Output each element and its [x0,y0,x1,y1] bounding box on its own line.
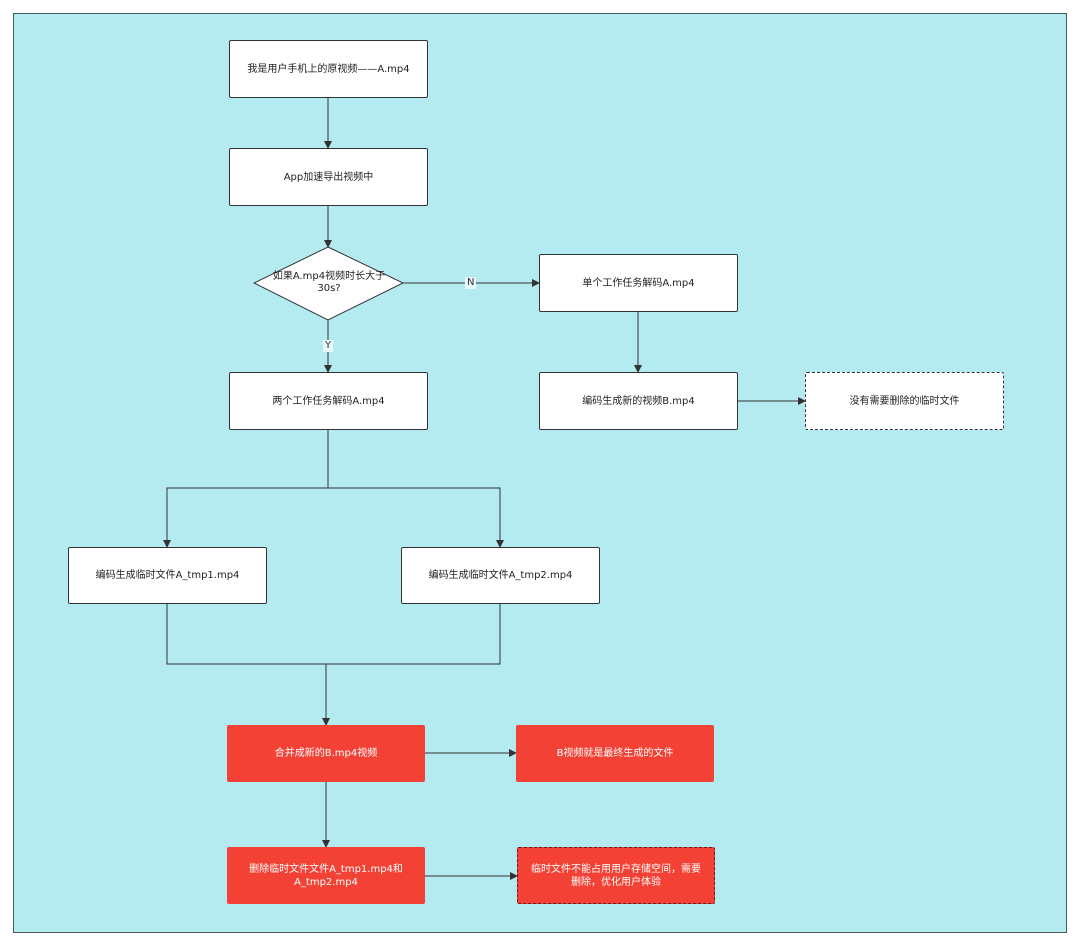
node-storage-note: 临时文件不能占用用户存储空间，需要删除，优化用户体验 [517,847,715,904]
node-app-export: App加速导出视频中 [229,148,428,206]
node-delete-temp-label: 删除临时文件文件A_tmp1.mp4和A_tmp2.mp4 [249,863,403,888]
edge-two-tmp1 [163,430,329,548]
node-merge: 合并成新的B.mp4视频 [227,725,425,782]
node-single-decode-label: 单个工作任务解码A.mp4 [582,277,695,289]
node-storage-note-label: 临时文件不能占用用户存储空间，需要删除，优化用户体验 [531,863,701,888]
node-two-decode: 两个工作任务解码A.mp4 [229,372,428,430]
node-two-decode-label: 两个工作任务解码A.mp4 [272,395,385,407]
decision-label: 如果A.mp4视频时长大于30s? [272,271,386,294]
edge-label-no: N [465,277,477,289]
node-tmp1: 编码生成临时文件A_tmp1.mp4 [68,547,267,604]
node-app-export-label: App加速导出视频中 [283,171,374,183]
node-source-video-label: 我是用户手机上的原视频——A.mp4 [247,63,410,75]
node-source-video: 我是用户手机上的原视频——A.mp4 [229,40,428,98]
edge-tmp1-merge [166,604,501,665]
node-encode-b-label: 编码生成新的视频B.mp4 [582,395,695,407]
edge-label-yes: Y [323,340,334,352]
node-no-temp-files: 没有需要删除的临时文件 [805,372,1004,430]
node-tmp1-label: 编码生成临时文件A_tmp1.mp4 [95,570,240,581]
node-final-b-label: B视频就是最终生成的文件 [556,748,674,759]
node-merge-label: 合并成新的B.mp4视频 [274,748,378,759]
node-encode-b: 编码生成新的视频B.mp4 [539,372,738,430]
edge-two-tmp2 [328,487,504,548]
decision-diamond [252,246,405,321]
node-final-b: B视频就是最终生成的文件 [516,725,714,782]
node-no-temp-files-label: 没有需要删除的临时文件 [849,395,960,407]
node-delete-temp: 删除临时文件文件A_tmp1.mp4和A_tmp2.mp4 [227,847,425,904]
node-tmp2: 编码生成临时文件A_tmp2.mp4 [401,547,600,604]
node-single-decode: 单个工作任务解码A.mp4 [539,254,738,312]
node-tmp2-label: 编码生成临时文件A_tmp2.mp4 [428,570,573,581]
